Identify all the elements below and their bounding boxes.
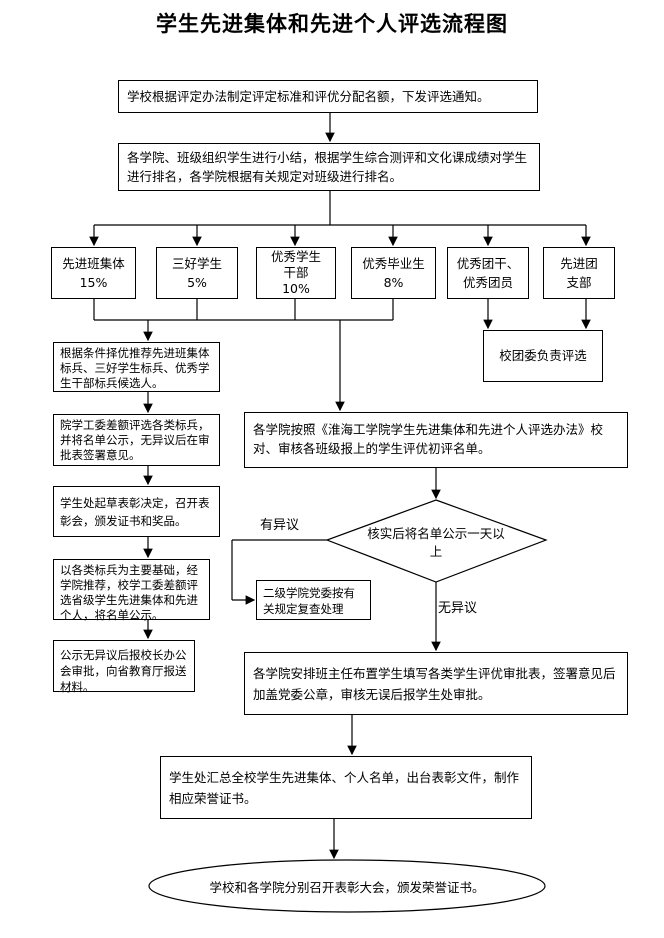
- category-student-cadre: 优秀学生干部 10%: [256, 247, 336, 299]
- step-party-recheck: 二级学院党委按有关规定复查处理: [256, 580, 371, 620]
- category-league-branch: 先进团支部: [543, 247, 615, 299]
- category-name: 先进班集体: [62, 256, 125, 271]
- category-league-member: 优秀团干、优秀团员: [447, 247, 529, 299]
- page-title: 学生先进集体和先进个人评选流程图: [156, 12, 508, 36]
- step-recommend-candidates: 根据条件择优推荐先进班集体标兵、三好学生标兵、优秀学生干部标兵候选人。: [53, 342, 220, 392]
- category-quota: 10%: [282, 281, 310, 296]
- category-quota: 5%: [187, 275, 207, 290]
- category-name: 三好学生: [171, 256, 222, 271]
- step-college-select: 院学工委差额评选各类标兵，并将名单公示，无异议后在审批表签署意见。: [53, 414, 220, 466]
- step-compile-list: 学生处汇总全校学生先进集体、个人名单，出台表彰文件，制作相应荣誉证书。: [160, 756, 532, 819]
- label-no-objection: 无异议: [438, 601, 478, 616]
- step-approval-form: 各学院安排班主任布置学生填写各类学生评优审批表，签署意见后加盖党委公章，审核无误…: [244, 652, 628, 715]
- step-award-ceremony: 学校和各学院分别召开表彰大会，颁发荣誉证书。: [209, 880, 485, 895]
- decision-publicize: 核实后将名单公示一天以上: [367, 526, 505, 559]
- category-graduate: 优秀毕业生 8%: [351, 247, 436, 299]
- step-ranking: 各学院、班级组织学生进行小结，根据学生综合测评和文化课成绩对学生进行排名，各学院…: [118, 143, 540, 191]
- label-objection: 有异议: [260, 518, 300, 533]
- step-draft-commendation: 学生处起草表彰决定，召开表彰会，颁发证书和奖品。: [53, 486, 220, 537]
- category-name: 优秀毕业生: [362, 256, 425, 271]
- category-merit-student: 三好学生 5%: [156, 247, 238, 299]
- step-provincial-select: 以各类标兵为主要基础，经学院推荐，校学工委差额评选省级学生先进集体和先进个人，将…: [53, 559, 210, 622]
- category-quota: 8%: [383, 275, 404, 290]
- step-league-review: 校团委负责评选: [483, 330, 603, 382]
- step-issue-notice: 学校根据评定办法制定评定标准和评优分配名额，下发评选通知。: [118, 80, 538, 113]
- category-advanced-class: 先进班集体 15%: [51, 247, 136, 299]
- step-college-review: 各学院按照《淮海工学院学生先进集体和先进个人评选办法》校对、审核各班级报上的学生…: [244, 412, 628, 468]
- step-president-approval: 公示无异议后报校长办公会审批，向省教育厅报送材料。: [53, 640, 195, 694]
- category-quota: 15%: [79, 275, 108, 290]
- category-name: 优秀学生干部: [270, 249, 321, 280]
